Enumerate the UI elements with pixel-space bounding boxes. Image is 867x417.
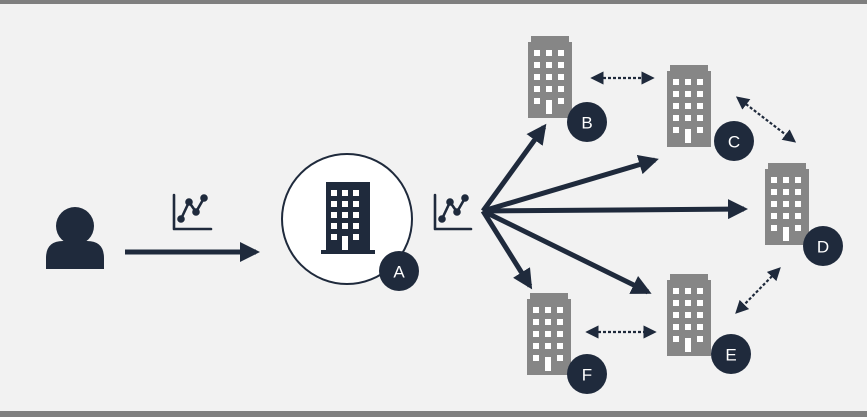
edge-a-to-e <box>481 208 652 295</box>
node-e: E <box>667 274 751 374</box>
node-d: D <box>765 163 843 266</box>
edge-a-to-c <box>482 154 659 214</box>
edge-d-e <box>735 267 781 314</box>
node-a-badge <box>379 251 419 291</box>
node-c-building-icon <box>667 65 711 147</box>
node-d-label: D <box>817 238 829 257</box>
node-f-building-icon <box>527 293 571 375</box>
node-b-label: B <box>581 114 592 133</box>
node-f: F <box>527 293 607 394</box>
node-c-label: C <box>728 133 740 152</box>
node-f-label: F <box>582 366 592 385</box>
edge-a-to-b <box>480 123 547 213</box>
node-b: B <box>528 36 607 142</box>
node-a-label: A <box>393 263 405 282</box>
node-f-badge <box>567 354 607 394</box>
top-border <box>0 0 867 4</box>
node-b-building-icon <box>528 36 572 118</box>
edge-c-d <box>735 96 797 143</box>
node-a-building-icon <box>321 182 375 254</box>
edge-a-to-f <box>480 209 533 290</box>
edge-a-to-d <box>482 199 748 220</box>
node-c: C <box>667 65 754 161</box>
node-d-badge <box>803 226 843 266</box>
line-chart-icon <box>433 193 473 231</box>
node-c-badge <box>714 121 754 161</box>
node-a: A <box>281 153 419 291</box>
user-icon <box>46 207 104 269</box>
node-e-building-icon <box>667 274 711 356</box>
line-chart-icon <box>172 193 213 231</box>
node-d-building-icon <box>765 163 809 245</box>
node-b-badge <box>567 102 607 142</box>
node-e-label: E <box>725 346 736 365</box>
node-e-badge <box>711 334 751 374</box>
bottom-border <box>0 411 867 417</box>
